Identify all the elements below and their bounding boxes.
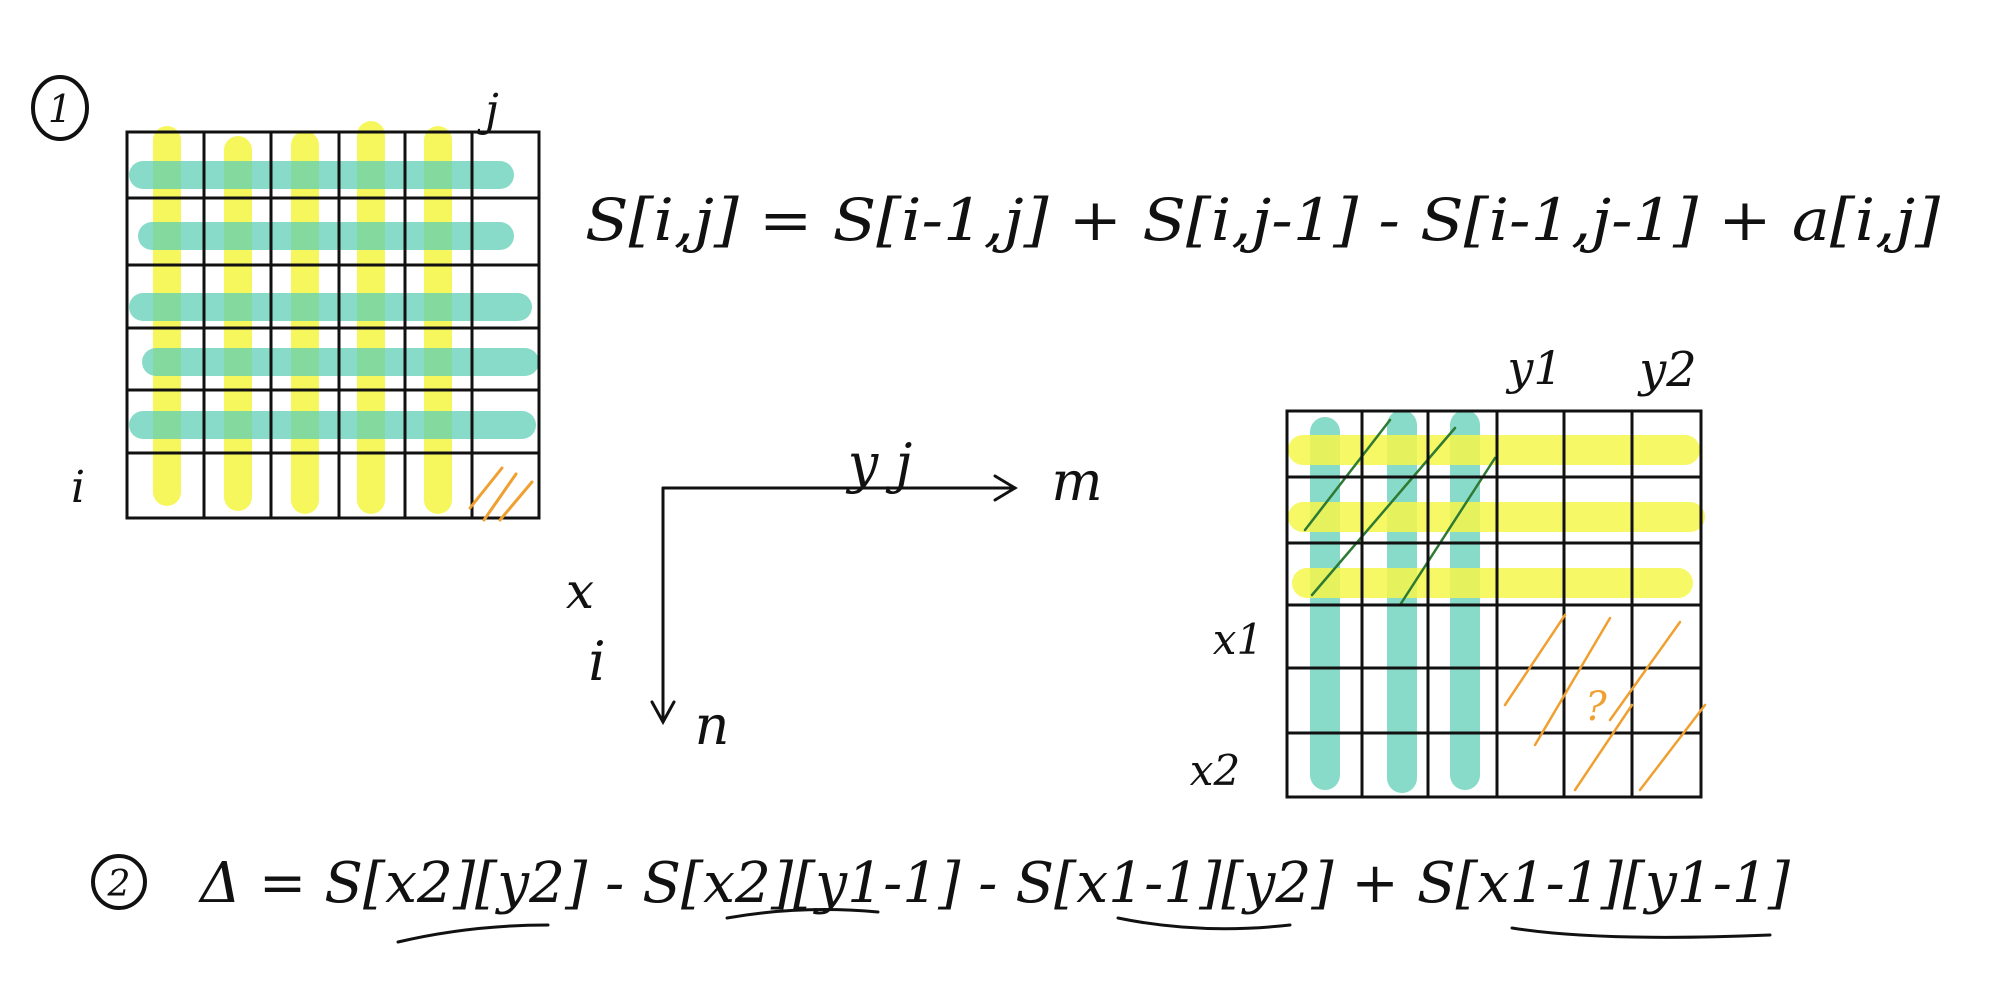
- vertical-axis-arrowhead: [650, 700, 676, 726]
- left-grid-target-cell-hatch: [468, 466, 534, 522]
- section-2-formula-area: 2 Δ = S[x2][y2] - S[x2][y1-1] - S[x1-1][…: [91, 851, 1790, 944]
- query-formula: Δ = S[x2][y2] - S[x2][y1-1] - S[x1-1][y2…: [198, 851, 1790, 916]
- left-grid: [125, 130, 541, 520]
- right-grid: [1285, 409, 1703, 799]
- axis-top-labels: y j: [846, 432, 912, 495]
- horizontal-axis-arrowhead: [993, 474, 1018, 502]
- right-grid-query-region-hatch: [1503, 613, 1707, 792]
- axis-left-label-x: x: [566, 562, 594, 620]
- recurrence-formula: S[i,j] = S[i-1,j] + S[i,j-1] - S[i-1,j-1…: [585, 186, 1940, 254]
- left-grid-label-i: i: [71, 462, 85, 513]
- axis-left-label-i: i: [588, 630, 605, 693]
- right-grid-overlap-hatch: [1303, 418, 1497, 607]
- section-1: 1: [31, 75, 1940, 522]
- section-1-marker: 1: [31, 75, 89, 141]
- label-x2: x2: [1190, 746, 1240, 795]
- coordinate-axes: y j m x i n: [566, 432, 1103, 757]
- label-y1: y1: [1505, 341, 1562, 395]
- section-2-marker: 2: [91, 854, 147, 910]
- label-x1: x1: [1213, 615, 1263, 664]
- section-1-marker-label: 1: [48, 87, 72, 131]
- query-mark: ?: [1585, 684, 1607, 730]
- section-2-grid-area: ? y1 y2 x1 x2: [1190, 341, 1707, 799]
- section-2-marker-label: 2: [107, 864, 131, 905]
- axis-right-label: m: [1051, 450, 1102, 513]
- left-grid-teal-rows: [129, 161, 539, 439]
- left-grid-label-j: j: [476, 85, 499, 136]
- axis-bottom-label: n: [695, 694, 730, 757]
- query-formula-underlines: [396, 908, 1772, 944]
- label-y2: y2: [1637, 342, 1697, 398]
